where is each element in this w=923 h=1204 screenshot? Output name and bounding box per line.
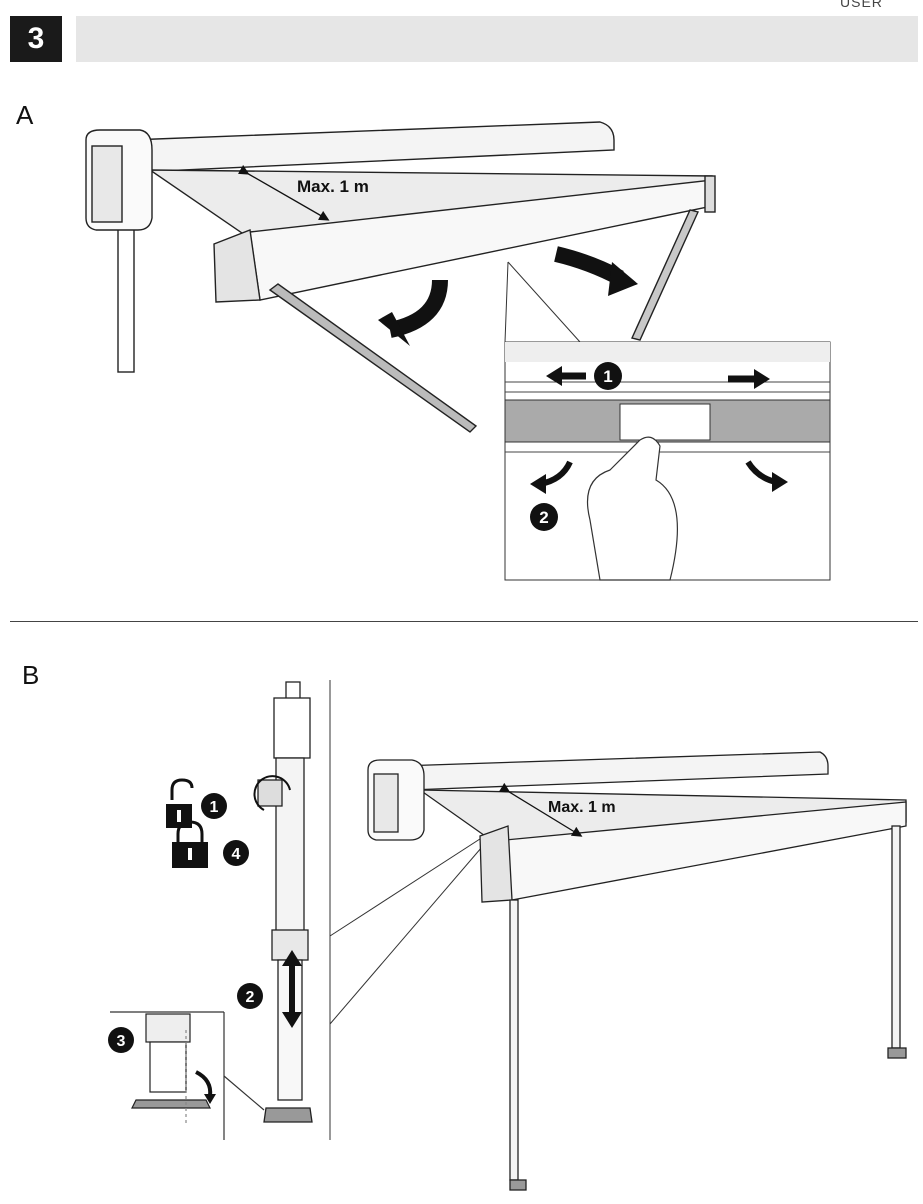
rotate-arrow-icon (196, 1072, 216, 1104)
svg-text:2: 2 (246, 989, 255, 1006)
callout-b-3: 3 (108, 1027, 134, 1053)
svg-text:2: 2 (539, 508, 548, 527)
svg-text:1: 1 (603, 367, 612, 386)
lock-knob (258, 780, 282, 806)
svg-text:3: 3 (117, 1033, 126, 1050)
svg-text:4: 4 (232, 846, 241, 863)
curved-arrow-icon (556, 254, 638, 296)
callout-b-1: 1 (201, 793, 227, 819)
svg-text:1: 1 (210, 799, 219, 816)
measure-label-a: Max. 1 m (297, 177, 369, 196)
callout-b-2: 2 (237, 983, 263, 1009)
support-post-detail (258, 680, 330, 1140)
lock-icon (172, 822, 208, 868)
curved-arrow-icon (378, 280, 440, 346)
callout-a-1: 1 (594, 362, 622, 390)
measure-label-b: Max. 1 m (548, 799, 616, 816)
callout-a-2: 2 (530, 503, 558, 531)
foot-detail-inset (110, 1012, 264, 1140)
callout-b-4: 4 (223, 840, 249, 866)
awning-b-illustration (368, 752, 906, 1190)
